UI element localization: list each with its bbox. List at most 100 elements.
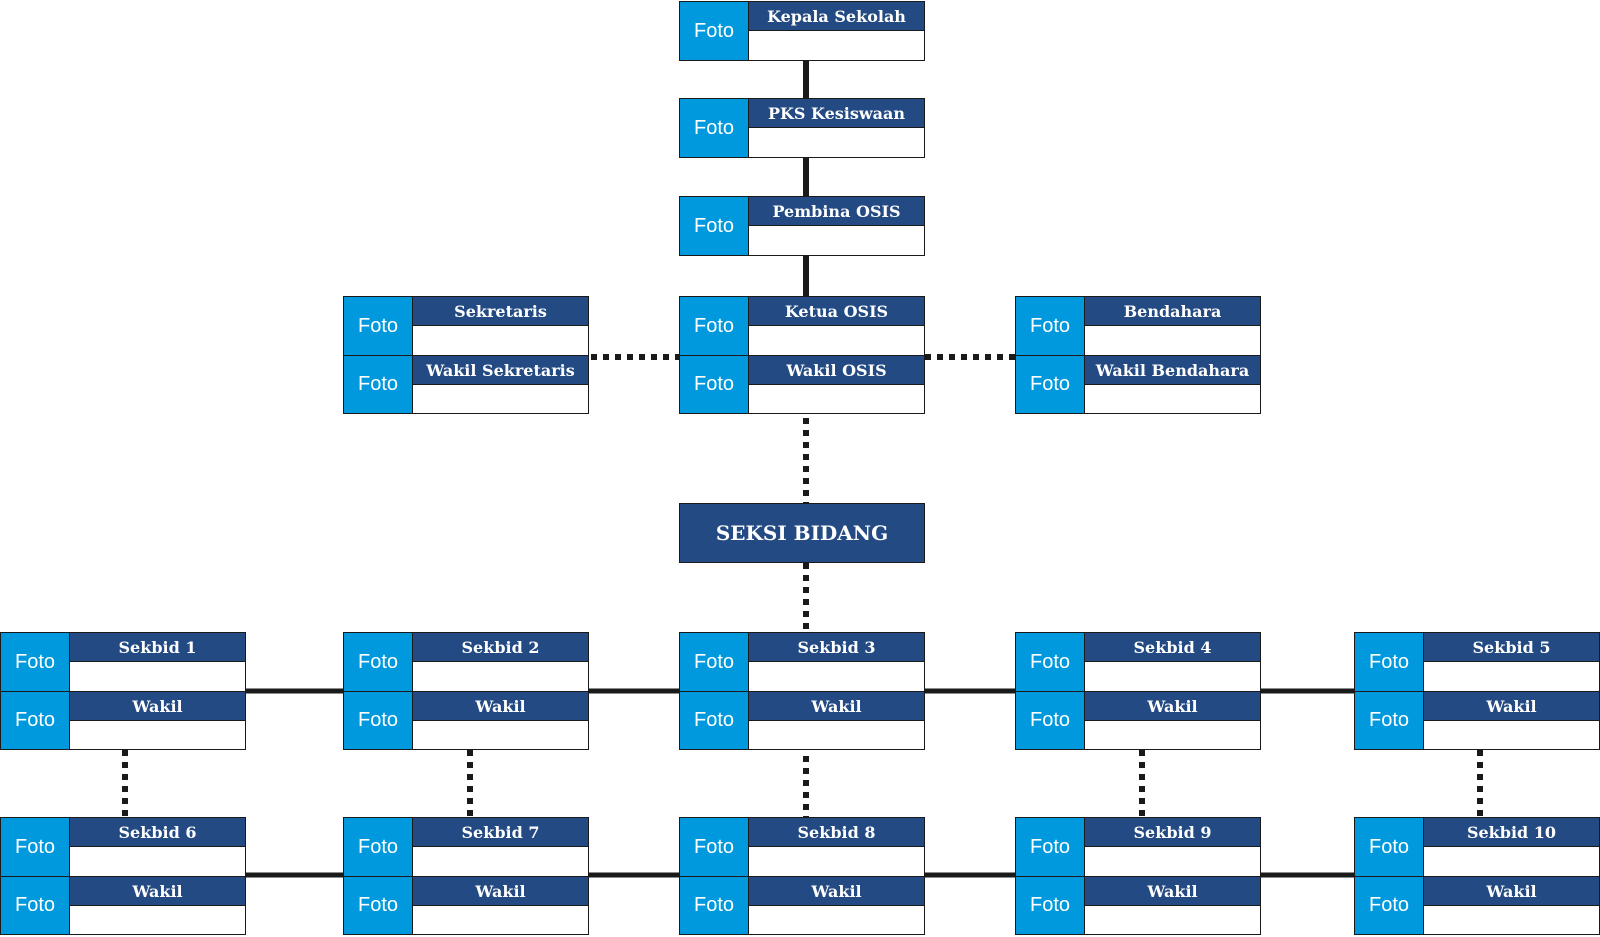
card-sekbid: Foto Sekbid 4 Foto Wakil	[1015, 632, 1261, 750]
position-title: Wakil Sekretaris	[413, 356, 588, 385]
name-field	[1085, 385, 1260, 413]
photo-placeholder: Foto	[1355, 818, 1424, 876]
name-field	[749, 721, 924, 749]
position-title: Sekbid 5	[1424, 633, 1599, 662]
position-row: Foto Sekbid 7	[344, 818, 588, 876]
position-row: Foto Wakil	[680, 876, 924, 934]
name-field	[749, 31, 924, 60]
card-sekbid: Foto Sekbid 7 Foto Wakil	[343, 817, 589, 935]
position-row: Foto Wakil	[1355, 876, 1599, 934]
name-field	[749, 128, 924, 157]
name-field	[1424, 847, 1599, 876]
name-field	[749, 906, 924, 934]
position-title: Wakil	[749, 877, 924, 906]
card-sekbid: Foto Sekbid 10 Foto Wakil	[1354, 817, 1600, 935]
name-field	[1085, 847, 1260, 876]
photo-placeholder: Foto	[1016, 877, 1085, 934]
card-sekbid: Foto Sekbid 5 Foto Wakil	[1354, 632, 1600, 750]
position-title: Wakil	[70, 877, 245, 906]
position-row: Foto Sekbid 5	[1355, 633, 1599, 691]
photo-placeholder: Foto	[1016, 633, 1085, 691]
card-bendahara: Foto Bendahara Foto Wakil Bendahara	[1015, 296, 1261, 414]
position-row: Foto Wakil	[1355, 691, 1599, 749]
name-field	[749, 326, 924, 355]
position-title: Wakil Bendahara	[1085, 356, 1260, 385]
position-row: Foto Wakil OSIS	[680, 355, 924, 413]
position-title: Wakil	[1424, 877, 1599, 906]
name-field	[413, 662, 588, 691]
photo-placeholder: Foto	[344, 877, 413, 934]
photo-placeholder: Foto	[1355, 692, 1424, 749]
position-row: Foto Wakil Sekretaris	[344, 355, 588, 413]
position-row: Foto Bendahara	[1016, 297, 1260, 355]
name-field	[1085, 906, 1260, 934]
position-title: Wakil	[70, 692, 245, 721]
position-row: Foto Sekbid 2	[344, 633, 588, 691]
photo-placeholder: Foto	[680, 356, 749, 413]
card-sekbid: Foto Sekbid 9 Foto Wakil	[1015, 817, 1261, 935]
position-title: Wakil	[1424, 692, 1599, 721]
photo-placeholder: Foto	[1, 818, 70, 876]
position-title: Wakil	[1085, 692, 1260, 721]
photo-placeholder: Foto	[680, 197, 749, 255]
name-field	[1424, 906, 1599, 934]
photo-placeholder: Foto	[680, 99, 749, 157]
position-row: Foto Sekbid 9	[1016, 818, 1260, 876]
position-title: Kepala Sekolah	[749, 2, 924, 31]
card-sekbid: Foto Sekbid 3 Foto Wakil	[679, 632, 925, 750]
name-field	[749, 847, 924, 876]
position-title: Sekbid 10	[1424, 818, 1599, 847]
card-pembina-osis: Foto Pembina OSIS	[679, 196, 925, 256]
card-sekbid: Foto Sekbid 2 Foto Wakil	[343, 632, 589, 750]
photo-placeholder: Foto	[344, 692, 413, 749]
name-field	[1085, 662, 1260, 691]
photo-placeholder: Foto	[344, 297, 413, 355]
position-row: Foto Sekbid 3	[680, 633, 924, 691]
card-ketua-osis: Foto Ketua OSIS Foto Wakil OSIS	[679, 296, 925, 414]
photo-placeholder: Foto	[344, 633, 413, 691]
position-title: Pembina OSIS	[749, 197, 924, 226]
position-row: Foto Wakil	[1016, 691, 1260, 749]
position-title: Wakil	[1085, 877, 1260, 906]
position-row: Foto Wakil	[1, 691, 245, 749]
card-sekretaris: Foto Sekretaris Foto Wakil Sekretaris	[343, 296, 589, 414]
photo-placeholder: Foto	[1016, 356, 1085, 413]
position-row: Foto Sekbid 8	[680, 818, 924, 876]
position-title: Wakil	[413, 877, 588, 906]
position-row: Foto Sekbid 6	[1, 818, 245, 876]
name-field	[749, 226, 924, 255]
position-row: Foto Kepala Sekolah	[680, 2, 924, 60]
name-field	[413, 847, 588, 876]
name-field	[1424, 721, 1599, 749]
name-field	[1424, 662, 1599, 691]
name-field	[1085, 326, 1260, 355]
position-row: Foto Sekretaris	[344, 297, 588, 355]
photo-placeholder: Foto	[1016, 692, 1085, 749]
name-field	[413, 721, 588, 749]
card-pks-kesiswaan: Foto PKS Kesiswaan	[679, 98, 925, 158]
position-row: Foto Wakil	[1016, 876, 1260, 934]
position-title: Sekbid 7	[413, 818, 588, 847]
photo-placeholder: Foto	[1355, 633, 1424, 691]
name-field	[413, 385, 588, 413]
position-title: Bendahara	[1085, 297, 1260, 326]
position-title: Sekbid 6	[70, 818, 245, 847]
name-field	[749, 385, 924, 413]
photo-placeholder: Foto	[1355, 877, 1424, 934]
position-row: Foto Pembina OSIS	[680, 197, 924, 255]
position-title: Sekbid 1	[70, 633, 245, 662]
position-row: Foto Wakil	[680, 691, 924, 749]
photo-placeholder: Foto	[680, 633, 749, 691]
photo-placeholder: Foto	[1016, 818, 1085, 876]
name-field	[70, 847, 245, 876]
position-title: Sekretaris	[413, 297, 588, 326]
position-title: Sekbid 3	[749, 633, 924, 662]
photo-placeholder: Foto	[680, 297, 749, 355]
photo-placeholder: Foto	[1016, 297, 1085, 355]
position-row: Foto Wakil	[1, 876, 245, 934]
name-field	[70, 721, 245, 749]
name-field	[749, 662, 924, 691]
card-kepala-sekolah: Foto Kepala Sekolah	[679, 1, 925, 61]
